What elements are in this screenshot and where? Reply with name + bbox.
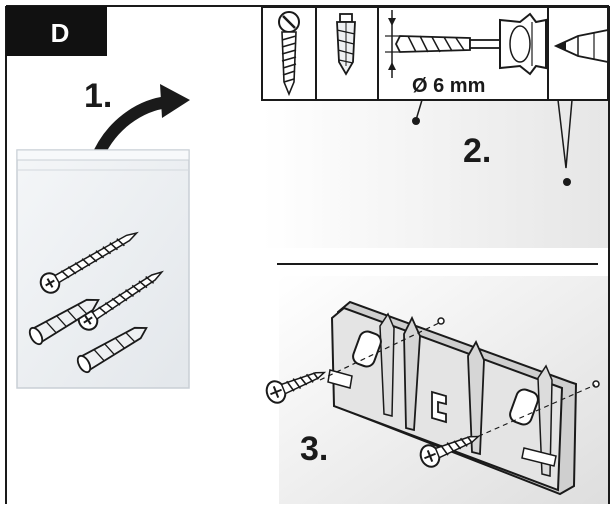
drill-mark-pointer: [412, 99, 423, 125]
tool-strip: [261, 6, 609, 101]
wall-hole-left: [437, 317, 445, 325]
wall-plug-in-bag-1: [28, 298, 100, 346]
wall-panel-step-2: [262, 100, 608, 248]
section-letter: D: [51, 18, 70, 48]
wall-plug-in-bag-2: [76, 326, 148, 374]
mounting-screw-right: [419, 435, 481, 468]
drill-diameter-label: Ø 6 mm: [412, 75, 485, 97]
step-2-label: 2.: [463, 132, 491, 170]
mounting-screw-left: [265, 371, 327, 404]
wall-bracket: [327, 300, 578, 496]
screw-icon: [278, 11, 300, 97]
screw-guide-lines: [319, 321, 596, 441]
hole-saw-icon: [499, 12, 547, 76]
screw-in-bag-1: [39, 231, 139, 294]
section-badge: D: [6, 6, 107, 56]
step-1-label: 1.: [84, 77, 112, 115]
step-3-label: 3.: [300, 430, 328, 468]
pencil-mark-pointer: [557, 99, 573, 186]
wall-plug-icon: [336, 13, 356, 76]
drill-bit-icon: [385, 10, 501, 78]
pencil-icon: [553, 28, 609, 64]
